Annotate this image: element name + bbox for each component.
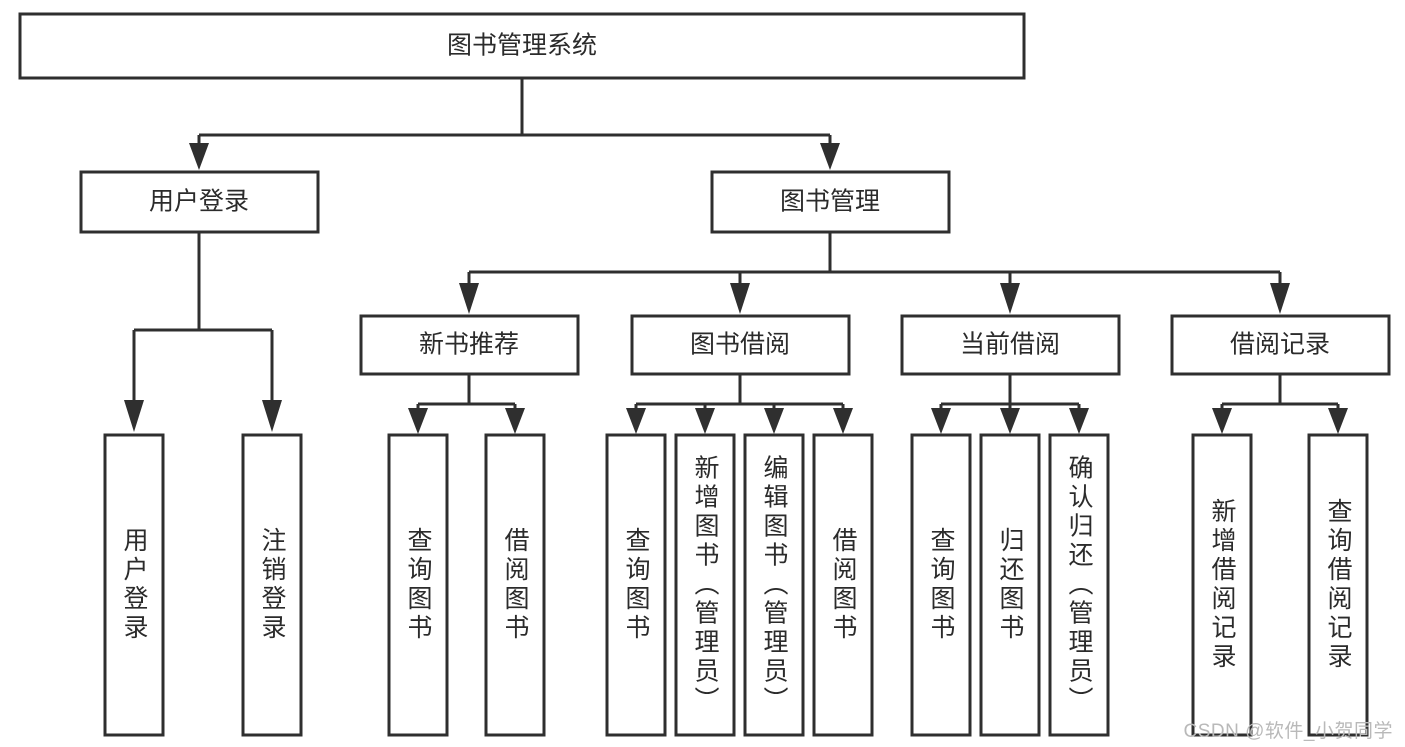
node-new-book-rec[interactable]: 新书推荐 bbox=[359, 314, 580, 376]
node-leaf-logout-box[interactable] bbox=[241, 433, 303, 737]
arrow-head-leaf-confirm-return bbox=[1069, 408, 1089, 434]
arrow-head-leaf-logout bbox=[262, 400, 282, 432]
arrow-head-leaf-query-record bbox=[1328, 408, 1348, 434]
node-leaf-return-book-label: 归还图书 bbox=[996, 527, 1025, 643]
node-leaf-confirm-return[interactable]: 确认归还（管理员） bbox=[1048, 433, 1110, 737]
node-leaf-add-record-box[interactable] bbox=[1191, 433, 1253, 737]
arrow-head-new-book-rec bbox=[459, 283, 479, 314]
node-leaf-edit-book-box[interactable] bbox=[743, 433, 805, 737]
node-leaf-query-book-2-label: 查询图书 bbox=[622, 527, 651, 643]
node-leaf-user-login-label: 用户登录 bbox=[120, 527, 149, 643]
node-leaf-user-login[interactable]: 用户登录 bbox=[103, 433, 165, 737]
node-leaf-confirm-return-label: 确认归还（管理员） bbox=[1065, 455, 1094, 716]
node-leaf-borrow-book-1-label: 借阅图书 bbox=[501, 527, 530, 643]
node-leaf-edit-book[interactable]: 编辑图书（管理员） bbox=[743, 433, 805, 737]
arrow-head-leaf-return-book bbox=[1000, 408, 1020, 434]
node-leaf-add-book-label: 新增图书（管理员） bbox=[691, 455, 720, 716]
node-user-login[interactable]: 用户登录 bbox=[79, 170, 320, 234]
node-root[interactable]: 图书管理系统 bbox=[18, 12, 1026, 80]
node-leaf-query-book-3[interactable]: 查询图书 bbox=[910, 433, 972, 737]
node-leaf-user-login-box[interactable] bbox=[103, 433, 165, 737]
node-leaf-query-book-3-label: 查询图书 bbox=[927, 527, 956, 643]
arrow-head-book-borrow bbox=[730, 283, 750, 314]
node-leaf-query-record[interactable]: 查询借阅记录 bbox=[1307, 433, 1369, 737]
node-leaf-query-book-1-label: 查询图书 bbox=[404, 527, 433, 643]
arrow-head-leaf-add-record bbox=[1212, 408, 1232, 434]
node-leaf-borrow-book-2-label: 借阅图书 bbox=[829, 527, 858, 643]
arrow-head-leaf-query-book-1 bbox=[408, 408, 428, 434]
node-book-borrow-label: 图书借阅 bbox=[690, 331, 790, 359]
node-leaf-query-book-2-box[interactable] bbox=[605, 433, 667, 737]
arrow-head-borrow-record bbox=[1270, 283, 1290, 314]
node-leaf-borrow-book-1[interactable]: 借阅图书 bbox=[484, 433, 546, 737]
node-leaf-query-book-1[interactable]: 查询图书 bbox=[387, 433, 449, 737]
node-current-borrow-box[interactable] bbox=[900, 314, 1121, 376]
node-leaf-return-book[interactable]: 归还图书 bbox=[979, 433, 1041, 737]
node-borrow-record[interactable]: 借阅记录 bbox=[1170, 314, 1391, 376]
node-book-manage-box[interactable] bbox=[710, 170, 951, 234]
node-leaf-add-book-box[interactable] bbox=[674, 433, 736, 737]
node-root-label: 图书管理系统 bbox=[447, 32, 597, 60]
node-leaf-query-record-label: 查询借阅记录 bbox=[1324, 498, 1353, 672]
node-leaf-add-book[interactable]: 新增图书（管理员） bbox=[674, 433, 736, 737]
node-new-book-rec-box[interactable] bbox=[359, 314, 580, 376]
node-borrow-record-box[interactable] bbox=[1170, 314, 1391, 376]
node-root-box[interactable] bbox=[18, 12, 1026, 80]
node-leaf-borrow-book-2[interactable]: 借阅图书 bbox=[812, 433, 874, 737]
node-leaf-return-book-box[interactable] bbox=[979, 433, 1041, 737]
node-borrow-record-label: 借阅记录 bbox=[1230, 331, 1330, 359]
arrow-head-current-borrow bbox=[1000, 283, 1020, 314]
arrow-head-user-login bbox=[189, 143, 209, 170]
node-book-borrow-box[interactable] bbox=[630, 314, 851, 376]
node-leaf-add-record[interactable]: 新增借阅记录 bbox=[1191, 433, 1253, 737]
arrow-head-book-manage bbox=[820, 143, 840, 170]
node-book-manage[interactable]: 图书管理 bbox=[710, 170, 951, 234]
node-leaf-add-record-label: 新增借阅记录 bbox=[1208, 498, 1237, 672]
node-new-book-rec-label: 新书推荐 bbox=[419, 331, 519, 359]
node-leaf-logout-label: 注销登录 bbox=[258, 527, 287, 643]
arrow-head-leaf-borrow-book-2 bbox=[833, 408, 853, 434]
node-leaf-query-book-3-box[interactable] bbox=[910, 433, 972, 737]
node-leaf-query-book-1-box[interactable] bbox=[387, 433, 449, 737]
arrow-head-leaf-add-book bbox=[695, 408, 715, 434]
arrow-head-leaf-edit-book bbox=[764, 408, 784, 434]
node-current-borrow-label: 当前借阅 bbox=[960, 331, 1060, 359]
edge-group bbox=[124, 79, 1348, 434]
node-leaf-borrow-book-2-box[interactable] bbox=[812, 433, 874, 737]
node-leaf-edit-book-label: 编辑图书（管理员） bbox=[760, 455, 789, 716]
node-leaf-query-record-box[interactable] bbox=[1307, 433, 1369, 737]
node-user-login-box[interactable] bbox=[79, 170, 320, 234]
node-leaf-borrow-book-1-box[interactable] bbox=[484, 433, 546, 737]
node-book-borrow[interactable]: 图书借阅 bbox=[630, 314, 851, 376]
arrow-head-leaf-query-book-3 bbox=[931, 408, 951, 434]
node-current-borrow[interactable]: 当前借阅 bbox=[900, 314, 1121, 376]
node-book-manage-label: 图书管理 bbox=[780, 188, 880, 216]
node-leaf-logout[interactable]: 注销登录 bbox=[241, 433, 303, 737]
arrow-head-leaf-borrow-book-1 bbox=[505, 408, 525, 434]
node-leaf-confirm-return-box[interactable] bbox=[1048, 433, 1110, 737]
arrow-head-leaf-user-login bbox=[124, 400, 144, 432]
node-user-login-label: 用户登录 bbox=[149, 188, 249, 216]
node-leaf-query-book-2[interactable]: 查询图书 bbox=[605, 433, 667, 737]
arrow-head-leaf-query-book-2 bbox=[626, 408, 646, 434]
